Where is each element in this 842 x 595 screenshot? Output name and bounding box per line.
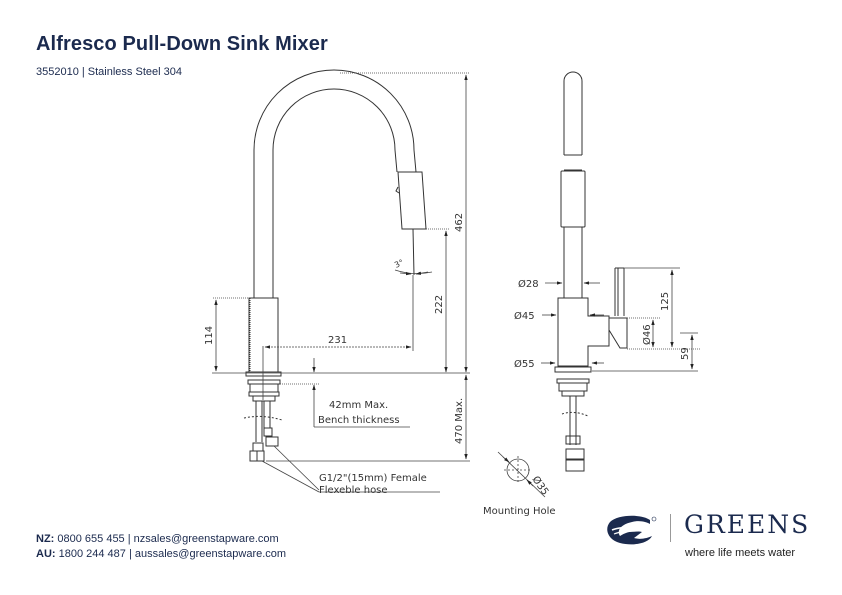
- hose-note-1: G1/2"(15mm) Female: [319, 473, 427, 484]
- bench-note-1: 42mm Max.: [329, 400, 388, 411]
- brand-tagline: where life meets water: [685, 547, 796, 559]
- front-dimensions: [212, 72, 470, 493]
- side-dimensions: [497, 267, 700, 498]
- dim-462: 462: [454, 213, 465, 232]
- dia-45: Ø45: [514, 310, 535, 322]
- greens-logo-icon: [607, 515, 657, 545]
- hose-note-2: Flexeble hose: [319, 485, 388, 496]
- spray-head: [397, 171, 427, 230]
- side-handle: [608, 317, 628, 349]
- front-view: [243, 69, 427, 462]
- spout-outer: [253, 69, 417, 298]
- dim-angle: 3°: [393, 258, 405, 270]
- contact-au: AU: 1800 244 487 | aussales@greenstapwar…: [36, 548, 286, 560]
- dim-470-max: 470 Max.: [454, 398, 465, 444]
- dim-231: 231: [328, 335, 347, 346]
- logo-divider: [670, 514, 671, 542]
- dia-55: Ø55: [514, 358, 535, 370]
- side-hose-coupler: [560, 170, 586, 228]
- nz-contact-text: 0800 655 455 | nzsales@greenstapware.com: [57, 533, 279, 545]
- mixer-body: [248, 297, 279, 373]
- dia-46: Ø46: [641, 324, 653, 345]
- spout-inner: [272, 88, 398, 298]
- dim-59: 59: [680, 347, 691, 360]
- mounting-hole-label: Mounting Hole: [483, 506, 556, 517]
- product-code-material: 3552010 | Stainless Steel 304: [36, 66, 182, 78]
- dia-28: Ø28: [518, 278, 539, 290]
- au-contact-text: 1800 244 487 | aussales@greenstapware.co…: [58, 548, 287, 560]
- au-label: AU:: [36, 548, 56, 560]
- contact-nz: NZ: 0800 655 455 | nzsales@greenstapware…: [36, 533, 279, 545]
- dim-114: 114: [204, 326, 215, 345]
- page-title: Alfresco Pull-Down Sink Mixer: [36, 33, 328, 55]
- nz-label: NZ:: [36, 533, 55, 545]
- dim-125: 125: [660, 292, 671, 311]
- dim-222: 222: [434, 295, 445, 314]
- bench-note-2: Bench thickness: [318, 415, 400, 426]
- side-view: [554, 71, 628, 472]
- side-spray-head: [563, 71, 583, 155]
- brand-name: GREENS: [684, 510, 811, 539]
- side-body: [557, 297, 610, 367]
